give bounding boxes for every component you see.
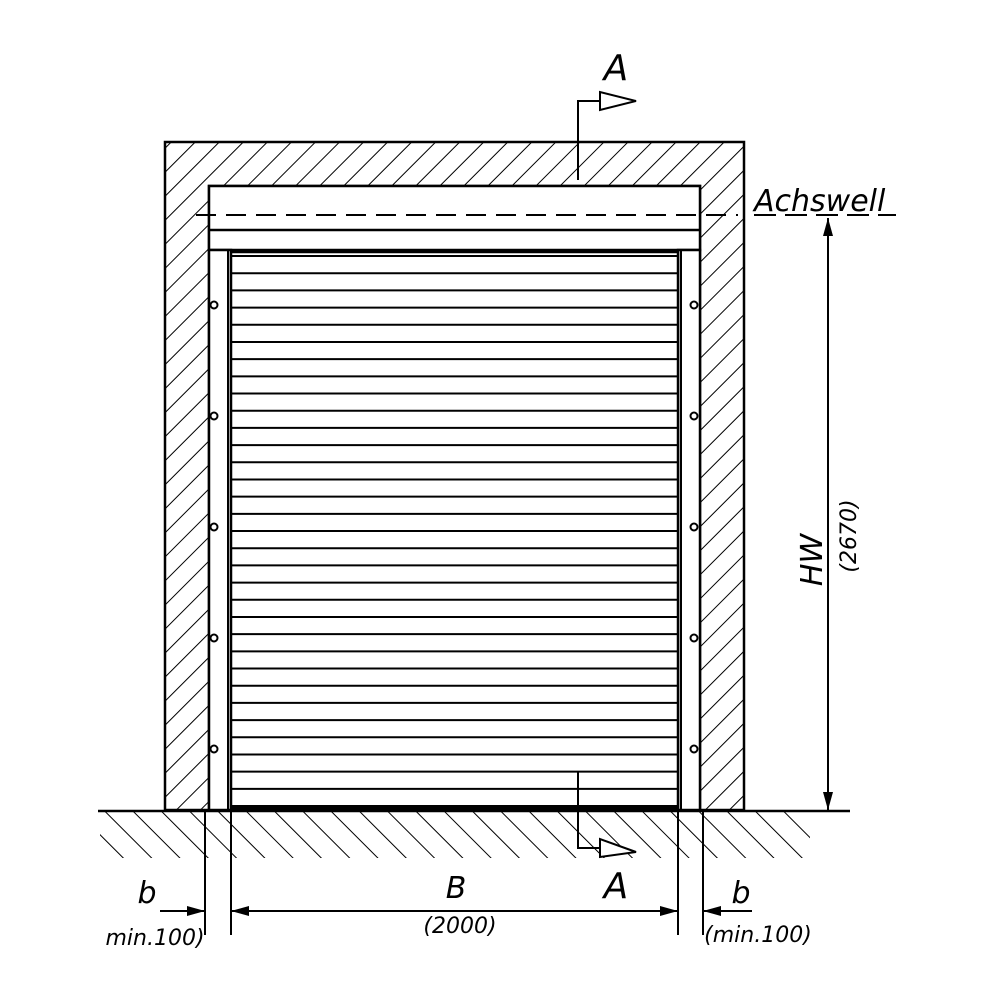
screw <box>209 411 219 421</box>
screw <box>689 300 699 310</box>
side-value-right: (min.100) <box>704 923 812 948</box>
height-value: (2670) <box>837 499 862 572</box>
width-dimension: B (2000) <box>231 871 678 939</box>
guide-rail-right <box>676 248 702 812</box>
side-label-right: b <box>731 876 750 911</box>
extension-lines <box>204 812 704 935</box>
height-dimension: HW (2670) <box>795 218 862 810</box>
side-label-left: b <box>137 876 156 911</box>
ground <box>98 809 850 858</box>
screw <box>209 744 219 754</box>
axis-label: Achswell <box>752 184 886 219</box>
side-value-left: min.100) <box>105 926 204 951</box>
roll-box <box>207 184 702 252</box>
screw <box>689 744 699 754</box>
side-dimension-right: b (min.100) <box>703 876 812 948</box>
door-curtain <box>229 250 680 810</box>
side-dimension-left: b min.100) <box>105 876 205 951</box>
height-label: HW <box>795 533 830 587</box>
section-label-bottom: A <box>602 866 629 907</box>
width-label: B <box>446 871 467 906</box>
screw <box>209 633 219 643</box>
section-marker-top: A <box>577 48 637 180</box>
guide-rail-left <box>207 248 233 812</box>
section-marker-bottom: A <box>577 772 637 907</box>
width-value: (2000) <box>423 914 496 939</box>
screw <box>209 300 219 310</box>
axis-label-group: Achswell <box>752 184 896 219</box>
screw <box>689 633 699 643</box>
section-label-top: A <box>602 48 629 89</box>
screw <box>689 522 699 532</box>
screws <box>209 300 699 754</box>
screw <box>209 522 219 532</box>
screw <box>689 411 699 421</box>
